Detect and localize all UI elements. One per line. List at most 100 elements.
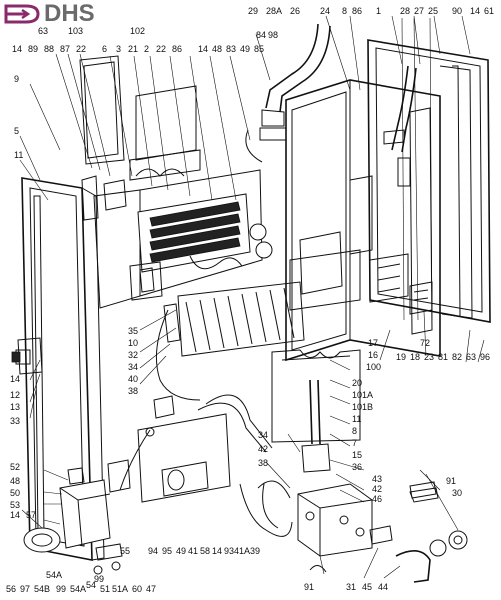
callout: 93 [224, 546, 234, 556]
gas-pipe [197, 379, 331, 473]
callout: 53 [10, 500, 20, 510]
callout: 89 [28, 44, 38, 54]
callout: 40 [128, 374, 138, 384]
back-panel [367, 39, 491, 335]
callout: 29 [248, 6, 258, 16]
callout: 20 [352, 378, 362, 388]
baffle-plate [79, 55, 125, 165]
burner-assembly [129, 261, 305, 401]
callout: 63 [38, 26, 48, 36]
callout: 22 [76, 44, 86, 54]
callout: 3 [116, 44, 121, 54]
callout: 34 [258, 430, 268, 440]
callout: 86 [172, 44, 182, 54]
callout: 54B [34, 584, 50, 594]
callout: 10 [128, 338, 138, 348]
callout: 49 [240, 44, 250, 54]
pipe-fittings [395, 487, 468, 583]
callout: 58 [200, 546, 210, 556]
dhs-logo-mark-icon [4, 4, 40, 24]
callout: 99 [94, 574, 104, 584]
callout: 61 [484, 6, 494, 16]
callout: 38 [128, 386, 138, 396]
callout: 98 [268, 30, 278, 40]
callout: 14 [10, 510, 20, 520]
callout: 85 [254, 44, 264, 54]
callout: 103 [68, 26, 83, 36]
callout: 27 [414, 6, 424, 16]
callout: 23 [424, 352, 434, 362]
callout: 13 [10, 402, 20, 412]
callout: 41A [234, 546, 250, 556]
callout: 25 [428, 6, 438, 16]
callout: 14 [198, 44, 208, 54]
callout: 19 [396, 352, 406, 362]
callout: 31 [346, 582, 356, 592]
callout: 6 [102, 44, 107, 54]
callout: 33 [10, 416, 20, 426]
callout: 84 [256, 30, 266, 40]
callout: 102 [130, 26, 145, 36]
callout: 50 [10, 488, 20, 498]
callout: 5 [14, 126, 19, 136]
callout: 54A [46, 570, 62, 580]
control-box [23, 467, 123, 575]
callout: 56 [6, 584, 16, 594]
callout: 60 [132, 584, 142, 594]
callout: 28A [266, 6, 282, 16]
callout: 28 [400, 6, 410, 16]
callout: 32 [128, 350, 138, 360]
callout: 14 [12, 44, 22, 54]
callout: 51A [112, 584, 128, 594]
callout: 18 [410, 352, 420, 362]
callout: 54A [70, 584, 86, 594]
callout: 43 [372, 474, 382, 484]
combustion-chamber [81, 169, 263, 309]
callout: 15 [352, 450, 362, 460]
callout: 2 [144, 44, 149, 54]
callout: 51 [100, 584, 110, 594]
callout: 39 [250, 546, 260, 556]
callout: 81 [438, 352, 448, 362]
callout: 91 [304, 582, 314, 592]
callout: 54 [86, 580, 96, 590]
callout: 100 [366, 362, 381, 372]
callout: 42 [258, 444, 268, 454]
callout: 49 [176, 546, 186, 556]
callout: 14 [10, 374, 20, 384]
top-plate [129, 85, 201, 181]
callout: 24 [320, 6, 330, 16]
callout: 45 [362, 582, 372, 592]
callout: 97 [20, 584, 30, 594]
callout: 82 [452, 352, 462, 362]
callout: 8 [352, 426, 357, 436]
callout: 57 [26, 510, 36, 520]
callout: 16 [368, 350, 378, 360]
mounting-bracket [107, 395, 231, 503]
callout: 101A [352, 390, 373, 400]
callout: 95 [162, 546, 172, 556]
callout: 42 [372, 484, 382, 494]
callout: 12 [10, 390, 20, 400]
callout: 48 [212, 44, 222, 54]
callout: 14 [212, 546, 222, 556]
callout: 35 [128, 326, 138, 336]
callout: 72 [420, 338, 430, 348]
water-pipes [383, 65, 417, 187]
leader-lines [19, 15, 485, 579]
callout: 46 [372, 494, 382, 504]
callout: 87 [60, 44, 70, 54]
callout: 94 [148, 546, 158, 556]
callout: 88 [44, 44, 54, 54]
callout: 90 [452, 6, 462, 16]
callout-labels: 29 28A 26 24 8 86 1 28 27 25 90 14 61 63… [6, 6, 494, 594]
callout: 101B [352, 402, 373, 412]
callout: 14 [470, 6, 480, 16]
callout: 17 [368, 338, 378, 348]
callout: 11 [352, 414, 361, 424]
heat-shield [271, 349, 361, 443]
callout: 9 [14, 74, 19, 84]
gas-valve [257, 480, 393, 557]
